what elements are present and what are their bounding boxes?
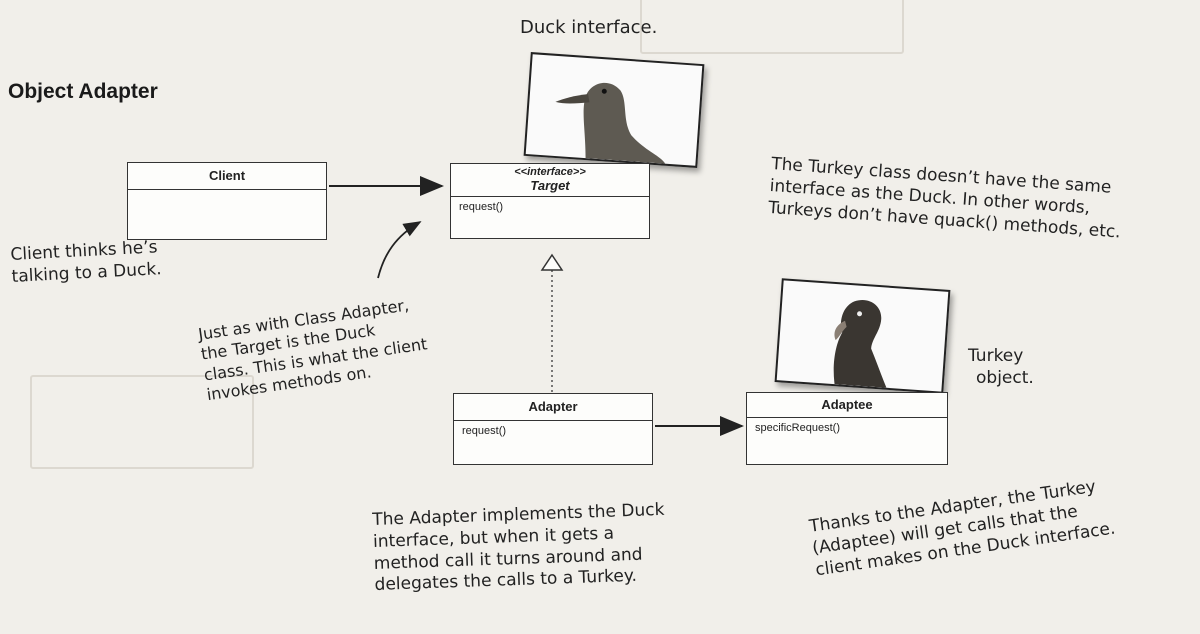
section-title: Object Adapter bbox=[8, 80, 158, 103]
adaptee-operation: specificRequest() bbox=[755, 422, 840, 434]
target-stereotype: <<interface>> bbox=[514, 166, 586, 178]
turkey-object-line-1: Turkey bbox=[968, 346, 1024, 366]
duck-photo bbox=[523, 52, 705, 168]
adapter-class-name: Adapter bbox=[454, 394, 652, 421]
background-bleed-frame bbox=[640, 0, 904, 54]
adaptee-class-name: Adaptee bbox=[747, 393, 947, 418]
adapter-operation: request() bbox=[462, 425, 507, 437]
turkey-object-line-2: object. bbox=[976, 367, 1034, 388]
target-interface-box: <<interface>> Target request() bbox=[450, 163, 650, 239]
target-interface-header: <<interface>> Target bbox=[451, 164, 649, 197]
duck-interface-caption: Duck interface. bbox=[520, 17, 658, 38]
turkey-object-note: Turkey object. bbox=[968, 346, 1034, 390]
turkey-icon bbox=[833, 300, 887, 388]
target-name: Target bbox=[530, 178, 570, 193]
duck-icon bbox=[555, 82, 666, 164]
client-class-name: Client bbox=[128, 163, 326, 190]
realization-triangle bbox=[540, 253, 564, 271]
adapter-class-box: Adapter request() bbox=[453, 393, 653, 465]
client-class-box: Client bbox=[127, 162, 327, 240]
turkey-photo bbox=[774, 278, 951, 394]
target-note-pointer-arrow bbox=[377, 221, 422, 279]
background-bleed-frame-2 bbox=[30, 375, 254, 469]
target-operation: request() bbox=[459, 201, 504, 213]
adaptee-class-box: Adaptee specificRequest() bbox=[746, 392, 948, 465]
